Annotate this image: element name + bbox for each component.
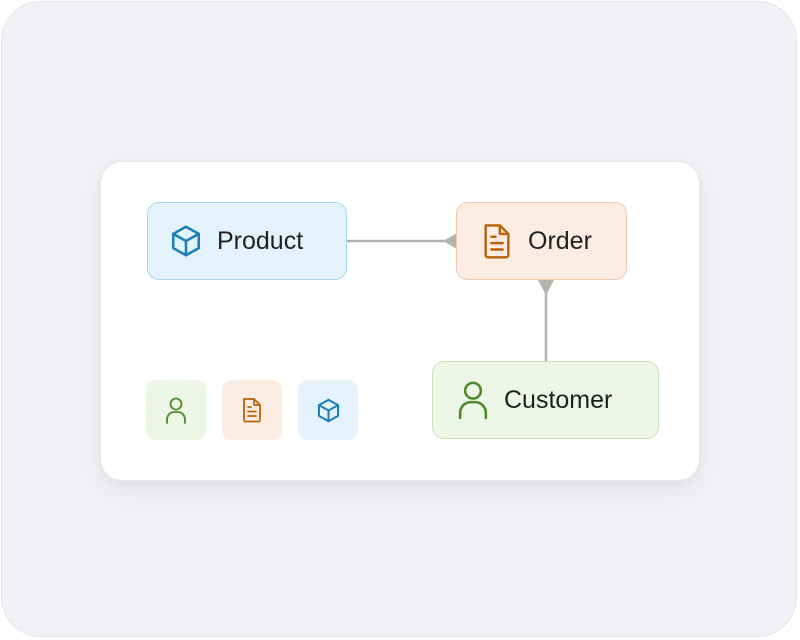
order-node-label: Order	[528, 226, 592, 255]
product-node-label: Product	[217, 226, 304, 255]
legend-chip-product[interactable]	[298, 380, 358, 440]
cube-icon	[171, 225, 201, 257]
legend-chip-customer[interactable]	[146, 380, 206, 440]
person-icon	[458, 381, 488, 420]
person-icon	[166, 397, 186, 424]
order-node[interactable]: Order	[456, 202, 627, 280]
document-icon	[484, 224, 510, 259]
cube-icon	[317, 398, 339, 422]
customer-node-label: Customer	[504, 385, 613, 414]
customer-node[interactable]: Customer	[432, 361, 659, 439]
product-node[interactable]: Product	[147, 202, 347, 280]
document-icon	[243, 398, 261, 423]
legend-chip-order[interactable]	[222, 380, 282, 440]
